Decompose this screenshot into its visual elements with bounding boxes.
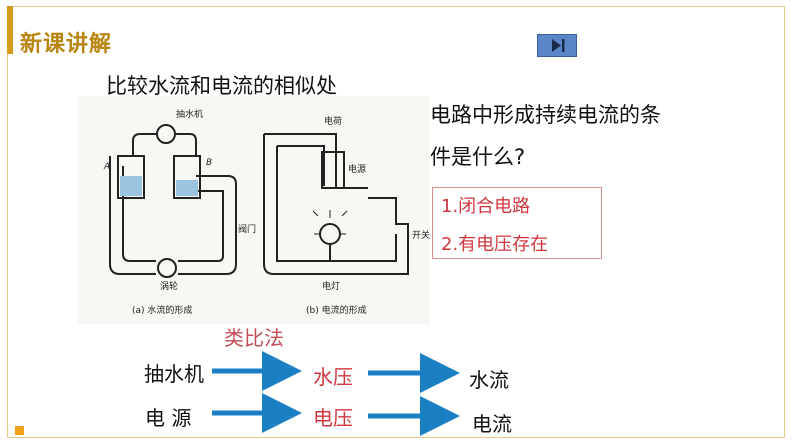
water-caption: (a) 水流的形成 [132, 306, 193, 316]
lamp-label: 电灯 [322, 282, 341, 292]
slide-title: 新课讲解 [20, 32, 113, 57]
answer-1: 1.闭合电路 [441, 196, 531, 217]
row1-right: 水流 [469, 368, 509, 392]
skip-forward-icon [552, 39, 565, 52]
valve-label: 阀门 [238, 225, 257, 235]
switch-label: 开关 [412, 231, 431, 241]
row2-right: 电流 [472, 412, 512, 436]
corner-accent [15, 426, 24, 435]
tank-a-label: A [104, 162, 111, 172]
play-next-button[interactable] [537, 34, 577, 57]
charge-label: 电荷 [324, 117, 343, 127]
tank-b-label: B [206, 158, 213, 168]
row1-middle: 水压 [313, 365, 353, 389]
analogy-method-label: 类比法 [224, 326, 284, 350]
circuit-diagram: 抽水机 A B 阀门 涡轮 (a) 水流的形成 电荷 电源 开关 电灯 (b) … [78, 96, 430, 324]
row1-left: 抽水机 [144, 362, 204, 386]
answer-box [432, 187, 602, 259]
circuit-illustration [109, 124, 409, 278]
answer-2: 2.有电压存在 [441, 234, 549, 255]
source-label: 电源 [348, 165, 367, 175]
slide-subtitle: 比较水流和电流的相似处 [106, 74, 337, 98]
turbine-label: 涡轮 [160, 282, 179, 292]
row2-left: 电 源 [145, 406, 192, 430]
title-accent-bar [7, 6, 13, 54]
slide-frame [7, 6, 785, 438]
pump-label: 抽水机 [176, 110, 204, 120]
electric-caption: (b) 电流的形成 [306, 306, 367, 316]
row2-middle: 电压 [313, 406, 353, 430]
question-text: 电路中形成持续电流的条件是什么? [430, 103, 661, 169]
